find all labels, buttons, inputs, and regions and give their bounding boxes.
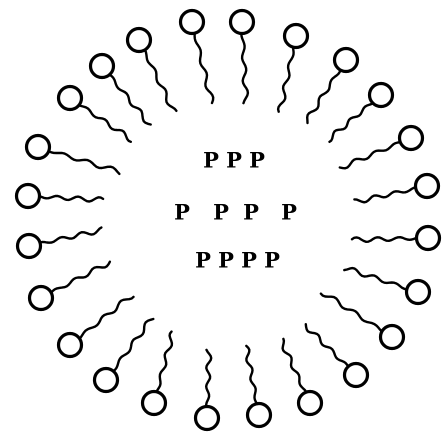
center-letter-p: P: [203, 150, 219, 171]
surfactant-molecule: [283, 339, 322, 415]
center-letter-p: P: [213, 202, 229, 223]
surfactant-molecule: [143, 332, 172, 415]
hydrophobic-tail: [307, 70, 340, 123]
surfactant-molecule: [196, 350, 219, 430]
center-letter-p: P: [218, 250, 234, 271]
hydrophobic-tail: [344, 268, 407, 289]
hydrophilic-head: [143, 392, 166, 415]
hydrophobic-tail: [306, 324, 348, 366]
hydrophobic-tail: [352, 237, 417, 242]
hydrophobic-tail: [283, 339, 307, 392]
hydrophobic-tail: [79, 105, 131, 142]
hydrophilic-head: [18, 235, 41, 258]
surfactant-molecule: [306, 324, 368, 386]
hydrophilic-head: [381, 326, 404, 349]
hydrophobic-tail: [113, 319, 153, 371]
surfactant-molecule: [30, 262, 110, 310]
hydrophilic-head: [59, 87, 82, 110]
hydrophobic-tail: [40, 196, 104, 202]
surfactant-molecule: [354, 175, 438, 203]
hydrophobic-tail: [330, 103, 373, 142]
hydrophobic-tail: [246, 346, 257, 404]
surfactant-molecule: [321, 294, 404, 349]
surfactant-molecule: [17, 185, 104, 208]
center-letter-p: P: [174, 202, 190, 223]
surfactant-molecule: [128, 29, 177, 111]
surfactant-molecule: [330, 84, 393, 142]
hydrophobic-tail: [340, 142, 401, 168]
surfactant-molecule: [59, 297, 134, 357]
center-letter-p: P: [249, 150, 265, 171]
hydrophilic-head: [59, 334, 82, 357]
hydrophilic-head: [17, 185, 40, 208]
surfactant-molecule: [231, 11, 254, 104]
hydrophobic-tail: [206, 350, 211, 407]
hydrophilic-head: [27, 136, 50, 159]
hydrophobic-tail: [321, 294, 382, 332]
hydrophobic-tail: [278, 47, 294, 112]
hydrophobic-tail: [40, 228, 101, 243]
surfactant-molecule: [246, 346, 270, 427]
hydrophobic-tail: [51, 262, 110, 293]
hydrophilic-head: [400, 127, 423, 150]
hydrophilic-head: [299, 392, 322, 415]
hydrophilic-head: [285, 25, 308, 48]
surfactant-molecule: [307, 49, 357, 124]
hydrophilic-head: [91, 55, 114, 78]
hydrophobic-tail: [49, 151, 120, 174]
center-letter-p: P: [241, 250, 257, 271]
hydrophobic-tail: [195, 33, 214, 103]
surfactant-molecule: [95, 319, 154, 392]
hydrophilic-head: [407, 281, 430, 304]
hydrophilic-head: [196, 407, 219, 430]
hydrophilic-head: [181, 11, 204, 34]
center-letter-p: P: [281, 202, 297, 223]
hydrophilic-head: [416, 175, 439, 198]
hydrophobic-tail: [241, 34, 248, 104]
hydrophilic-head: [370, 84, 393, 107]
hydrophobic-tail: [354, 187, 415, 202]
center-letter-p: P: [243, 202, 259, 223]
surfactant-molecule: [59, 87, 131, 142]
hydrophilic-head: [248, 404, 271, 427]
surfactant-molecule: [340, 127, 423, 169]
hydrophobic-tail: [145, 50, 176, 111]
hydrophilic-head: [128, 29, 151, 52]
hydrophilic-head: [231, 11, 254, 34]
hydrophobic-tail: [156, 332, 172, 392]
surfactant-molecule: [18, 228, 102, 258]
hydrophilic-head: [30, 287, 53, 310]
hydrophilic-head: [345, 364, 368, 387]
hydrophobic-tail: [80, 297, 134, 339]
hydrophobic-tail: [110, 75, 151, 125]
hydrophilic-head: [417, 227, 440, 250]
hydrophilic-head: [335, 49, 358, 72]
surfactant-molecule: [27, 136, 120, 174]
surfactant-molecule: [181, 11, 214, 104]
hydrophilic-head: [95, 369, 118, 392]
surfactant-molecule: [352, 227, 440, 250]
surfactant-molecule: [91, 55, 151, 125]
center-letter-p: P: [195, 250, 211, 271]
center-letter-p: P: [226, 150, 242, 171]
center-letter-p: P: [264, 250, 280, 271]
surfactant-molecule: [344, 268, 429, 303]
surfactant-molecule: [278, 25, 307, 112]
